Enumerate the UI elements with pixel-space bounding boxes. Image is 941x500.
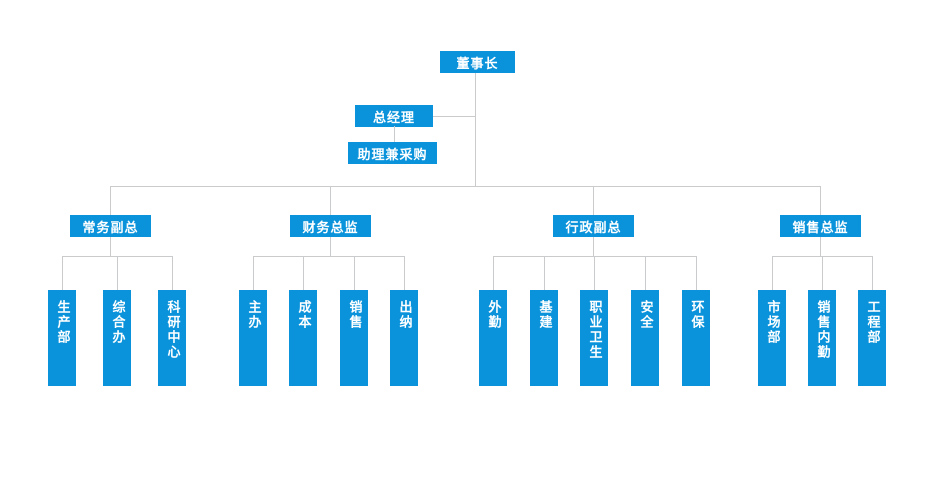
node-leaf-finance-0-label: 主办	[245, 300, 261, 330]
connector-bus-drop-administration	[593, 186, 594, 215]
node-leaf-operations-1-label: 综合办	[109, 300, 125, 345]
connector-administration-drop-4	[696, 256, 697, 290]
connector-administration-drop-0	[493, 256, 494, 290]
connector-finance-drop-1	[303, 256, 304, 290]
node-leaf-sales-2-label: 工程部	[864, 300, 880, 345]
node-manager-finance-label: 财务总监	[302, 220, 359, 236]
node-leaf-administration-3-label: 安全	[637, 300, 653, 330]
connector-manager-bus	[110, 186, 821, 187]
node-general-manager[interactable]: 总经理	[355, 105, 433, 127]
node-leaf-administration-4-label: 环保	[688, 300, 704, 330]
connector-bus-drop-operations	[110, 186, 111, 215]
node-leaf-finance-3-label: 出纳	[396, 300, 412, 330]
node-leaf-administration-0-label: 外勤	[485, 300, 501, 330]
connector-finance-stem	[330, 237, 331, 256]
node-assistant-purchasing[interactable]: 助理兼采购	[348, 142, 437, 164]
connector-gm-to-spine	[433, 116, 475, 117]
connector-sales-stem	[820, 237, 821, 256]
node-chairman[interactable]: 董事长	[440, 51, 515, 73]
connector-finance-drop-3	[404, 256, 405, 290]
node-leaf-sales-2[interactable]: 工程部	[858, 290, 886, 386]
connector-bus-drop-finance	[330, 186, 331, 215]
node-manager-sales[interactable]: 销售总监	[780, 215, 861, 237]
node-leaf-operations-0-label: 生产部	[54, 300, 70, 345]
connector-bus-drop-sales	[820, 186, 821, 215]
node-chairman-label: 董事长	[456, 56, 499, 72]
node-assistant-purchasing-label: 助理兼采购	[357, 147, 428, 163]
node-manager-administration-label: 行政副总	[565, 220, 622, 236]
node-leaf-finance-1-label: 成本	[295, 300, 311, 330]
node-leaf-finance-3[interactable]: 出纳	[390, 290, 418, 386]
node-manager-operations[interactable]: 常务副总	[70, 215, 151, 237]
node-leaf-administration-1-label: 基建	[536, 300, 552, 330]
connector-finance-bus	[253, 256, 404, 257]
node-manager-administration[interactable]: 行政副总	[553, 215, 634, 237]
node-manager-finance[interactable]: 财务总监	[290, 215, 371, 237]
connector-sales-drop-2	[872, 256, 873, 290]
node-leaf-operations-0[interactable]: 生产部	[48, 290, 76, 386]
node-leaf-finance-1[interactable]: 成本	[289, 290, 317, 386]
node-leaf-finance-2-label: 销售	[346, 300, 362, 330]
connector-administration-stem	[593, 237, 594, 256]
node-leaf-administration-1[interactable]: 基建	[530, 290, 558, 386]
node-leaf-operations-1[interactable]: 综合办	[103, 290, 131, 386]
node-manager-operations-label: 常务副总	[82, 220, 139, 236]
connector-gm-to-assistant	[394, 126, 395, 142]
node-leaf-operations-2-label: 科研中心	[164, 300, 180, 360]
node-leaf-finance-2[interactable]: 销售	[340, 290, 368, 386]
connector-administration-drop-3	[645, 256, 646, 290]
node-leaf-administration-2-label: 职业卫生	[586, 300, 602, 360]
connector-operations-stem	[110, 237, 111, 256]
node-leaf-administration-2[interactable]: 职业卫生	[580, 290, 608, 386]
node-leaf-sales-1-label: 销售内勤	[814, 300, 830, 360]
node-leaf-finance-0[interactable]: 主办	[239, 290, 267, 386]
connector-operations-drop-2	[172, 256, 173, 290]
node-leaf-administration-3[interactable]: 安全	[631, 290, 659, 386]
node-leaf-administration-0[interactable]: 外勤	[479, 290, 507, 386]
connector-finance-drop-2	[354, 256, 355, 290]
node-manager-sales-label: 销售总监	[792, 220, 849, 236]
connector-administration-drop-1	[544, 256, 545, 290]
connector-operations-drop-1	[117, 256, 118, 290]
node-leaf-administration-4[interactable]: 环保	[682, 290, 710, 386]
node-leaf-sales-0-label: 市场部	[764, 300, 780, 345]
connector-administration-drop-2	[594, 256, 595, 290]
connector-sales-drop-0	[772, 256, 773, 290]
node-leaf-sales-1[interactable]: 销售内勤	[808, 290, 836, 386]
node-leaf-sales-0[interactable]: 市场部	[758, 290, 786, 386]
connector-chairman-spine	[475, 73, 476, 186]
node-general-manager-label: 总经理	[372, 110, 415, 126]
connector-sales-drop-1	[822, 256, 823, 290]
connector-finance-drop-0	[253, 256, 254, 290]
node-leaf-operations-2[interactable]: 科研中心	[158, 290, 186, 386]
connector-operations-drop-0	[62, 256, 63, 290]
